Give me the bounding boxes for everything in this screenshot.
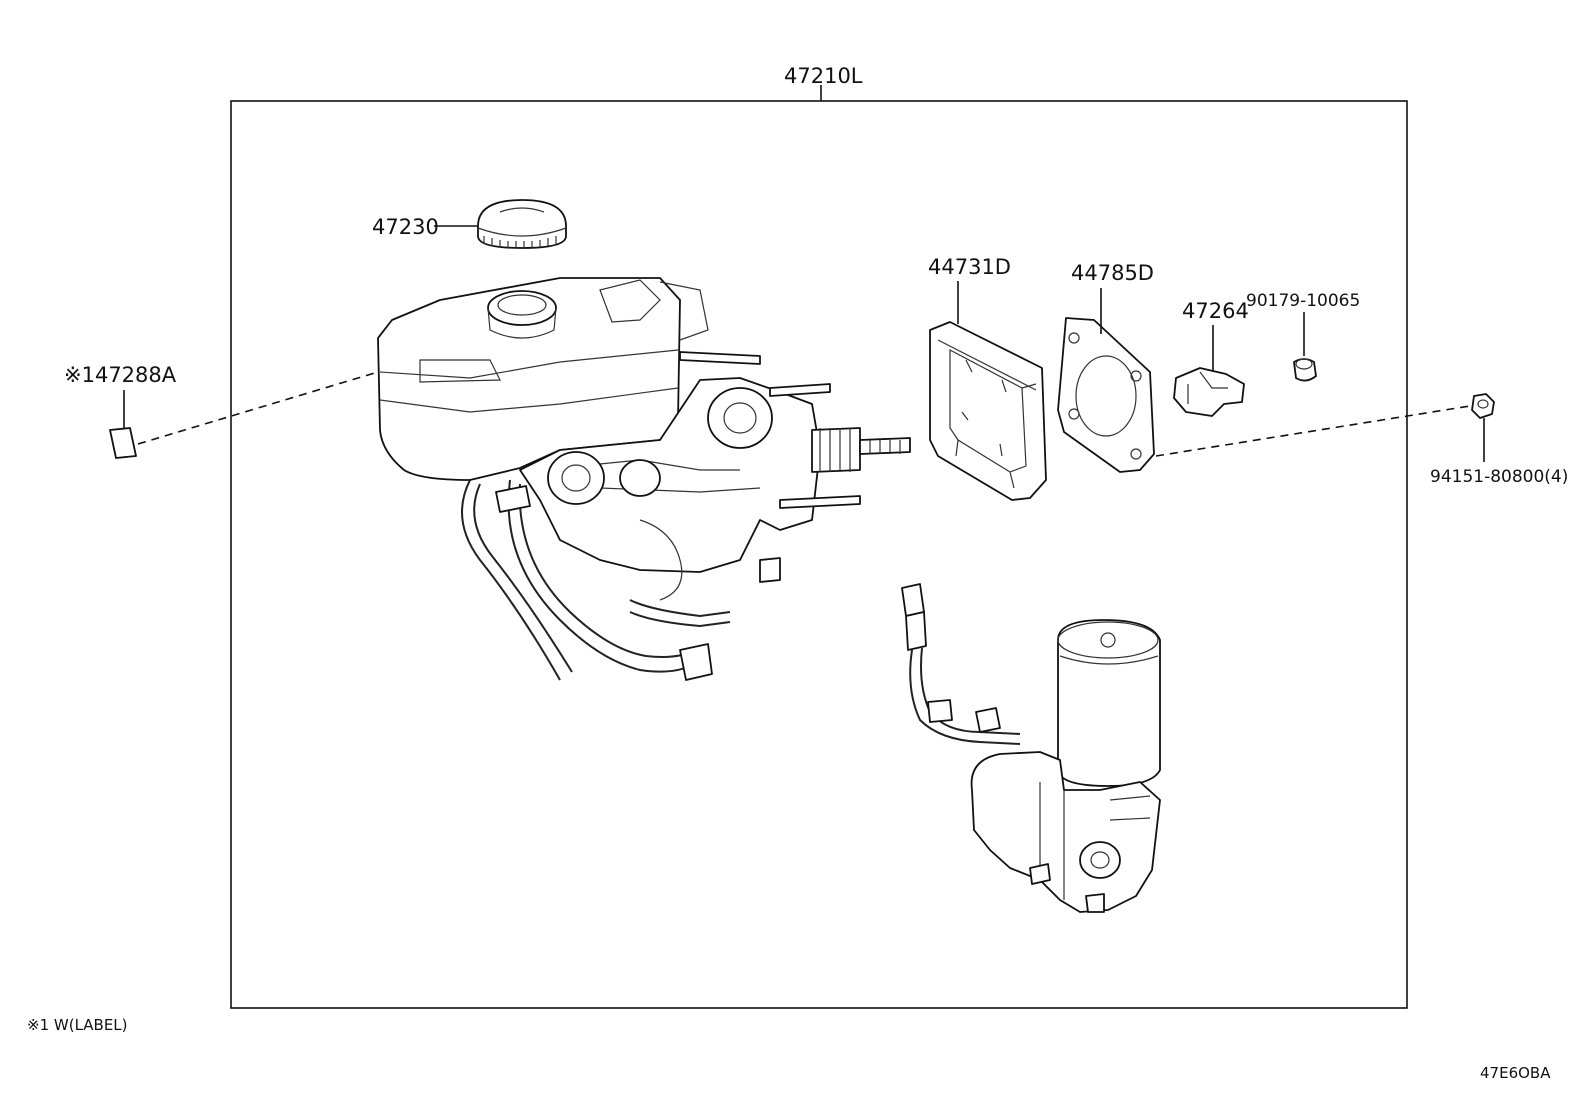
assembly-box: [230, 100, 1408, 1009]
figure-code: 47E6OBA: [1480, 1064, 1551, 1082]
sticker-label: ※147288A: [64, 363, 177, 387]
clip-label: 47264: [1182, 299, 1249, 323]
pump-motor-part: [901, 583, 1161, 913]
nut-dashed-leader: [1155, 405, 1471, 457]
plate-gasket-part: [1057, 317, 1155, 473]
clip-part: [1173, 367, 1245, 417]
nut-part: [1471, 393, 1495, 419]
label-sticker-part: [109, 427, 137, 459]
cap-label: 47230: [372, 215, 439, 239]
assembly-label: 47210L: [784, 64, 863, 88]
bush-part: [1293, 358, 1317, 382]
plate-gasket-label: 44785D: [1071, 261, 1154, 285]
frame-gasket-label: 44731D: [928, 255, 1011, 279]
reservoir-cap-part: [477, 199, 567, 249]
master-cylinder-booster-part: [377, 277, 911, 681]
bush-label: 90179-10065: [1246, 291, 1360, 311]
nut-label: 94151-80800(4): [1430, 467, 1568, 487]
frame-gasket-part: [929, 321, 1047, 501]
footnote: ※1 W(LABEL): [27, 1016, 128, 1034]
